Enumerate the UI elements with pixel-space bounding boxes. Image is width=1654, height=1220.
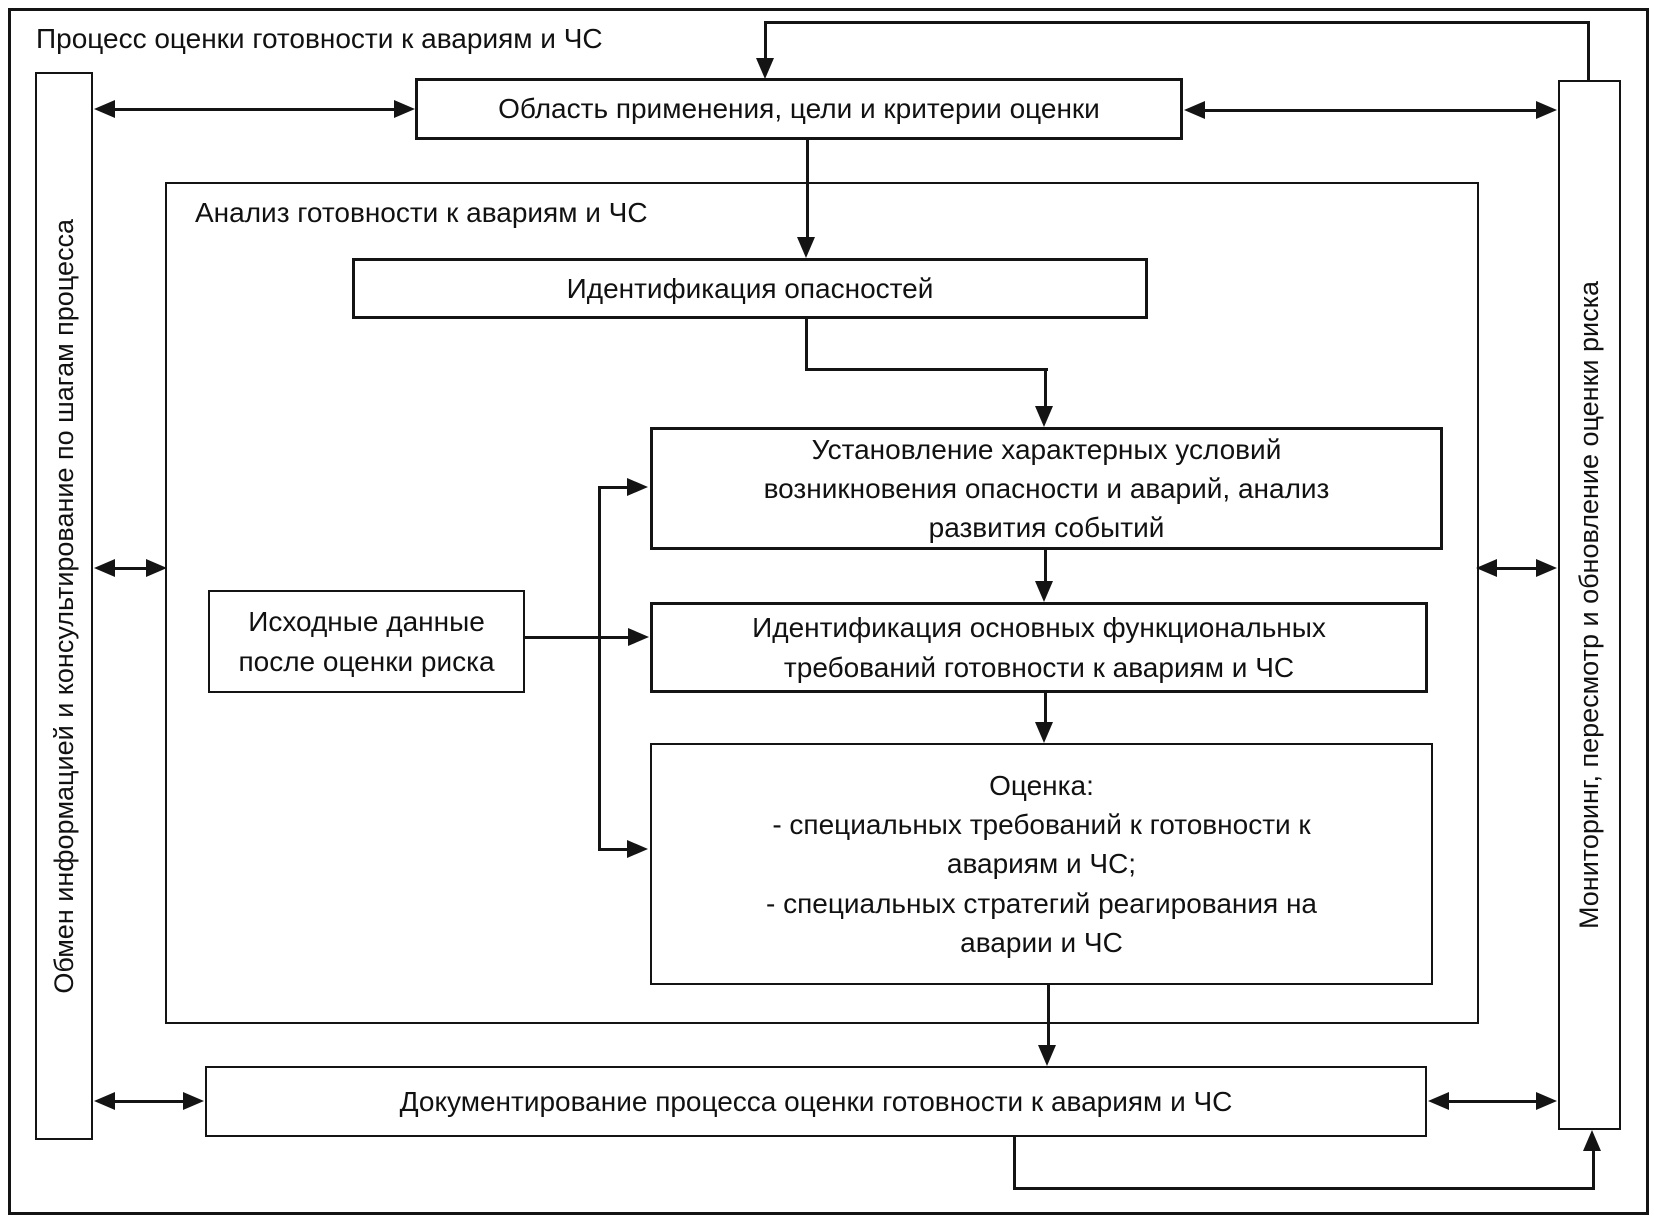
conditions-analysis-label: Установление характерных условий возникн…	[764, 430, 1330, 548]
evaluation-line-5: аварии и ЧС	[960, 926, 1123, 958]
scope-goals-criteria-box: Область применения, цели и критерии оцен…	[415, 78, 1183, 140]
conditions-line-2: возникновения опасности и аварий, анализ	[763, 472, 1330, 504]
arrowhead-right-into-conditions	[627, 478, 648, 496]
monitoring-review-bar: Мониторинг, пересмотр и обновление оценк…	[1558, 80, 1621, 1130]
connector-top-loop-left-drop	[764, 21, 767, 61]
documentation-box: Документирование процесса оценки готовно…	[205, 1066, 1427, 1137]
connector-branch-vertical	[598, 486, 601, 851]
arrowhead-up-into-monitoring-bar	[1583, 1130, 1601, 1151]
connector-bottom-loop-rise	[1592, 1150, 1595, 1190]
connector-right-middle	[1494, 567, 1540, 570]
connector-branch-top	[598, 486, 630, 489]
arrowhead-right	[1536, 559, 1557, 577]
arrowhead-left	[94, 559, 115, 577]
connector-functional-to-evaluation	[1044, 693, 1047, 725]
connector-initialdata-to-functional	[525, 636, 630, 639]
connector-right-bottom	[1446, 1100, 1540, 1103]
conditions-line-1: Установление характерных условий	[811, 433, 1282, 465]
evaluation-line-2: - специальных требований к готовности к	[772, 809, 1311, 841]
functional-requirements-box: Идентификация основных функциональных тр…	[650, 602, 1428, 693]
connector-conditions-to-functional	[1044, 550, 1047, 583]
arrowhead-right	[1536, 1092, 1557, 1110]
analysis-frame-label: Анализ готовности к авариям и ЧС	[195, 197, 648, 228]
evaluation-line-1: Оценка:	[989, 770, 1094, 802]
connector-left-middle	[112, 567, 150, 570]
arrowhead-left	[94, 100, 115, 118]
arrowhead-right-into-evaluation	[627, 840, 648, 858]
conditions-line-3: развития событий	[928, 512, 1165, 544]
evaluation-box: Оценка: - специальных требований к готов…	[650, 743, 1433, 985]
functional-requirements-label: Идентификация основных функциональных тр…	[752, 608, 1326, 686]
functional-line-2: требований готовности к авариям и ЧС	[783, 651, 1295, 683]
initial-data-label: Исходные данные после оценки риска	[238, 602, 494, 680]
connector-hazard-elbow-drop	[1044, 368, 1047, 408]
initial-data-line-2: после оценки риска	[238, 645, 495, 677]
arrowhead-left	[1476, 559, 1497, 577]
arrowhead-left	[1428, 1092, 1449, 1110]
arrowhead-right	[183, 1092, 204, 1110]
arrowhead-right-into-functional	[628, 628, 649, 646]
hazard-identification-label: Идентификация опасностей	[566, 272, 934, 304]
arrowhead-right	[394, 100, 415, 118]
documentation-label: Документирование процесса оценки готовно…	[399, 1085, 1233, 1117]
arrowhead-left	[94, 1092, 115, 1110]
hazard-identification-box: Идентификация опасностей	[352, 258, 1148, 319]
connector-evaluation-to-documentation	[1047, 985, 1050, 1047]
evaluation-line-3: авариям и ЧС;	[946, 848, 1137, 880]
arrowhead-left	[1184, 101, 1205, 119]
arrowhead-right	[146, 559, 167, 577]
connector-branch-bottom	[598, 848, 630, 851]
evaluation-line-4: - специальных стратегий реагирования на	[765, 887, 1318, 919]
scope-goals-criteria-label: Область применения, цели и критерии оцен…	[498, 93, 1100, 125]
process-frame	[8, 8, 1649, 1215]
connector-hazard-elbow-down	[805, 318, 808, 371]
arrowhead-down-into-hazard	[797, 237, 815, 258]
initial-data-box: Исходные данные после оценки риска	[208, 590, 525, 693]
exchange-consultation-bar: Обмен информацией и консультирование по …	[35, 72, 93, 1140]
exchange-consultation-bar-label: Обмен информацией и консультирование по …	[48, 218, 79, 994]
connector-top-loop-horizontal	[765, 21, 1590, 24]
connector-bottom-loop-drop	[1013, 1137, 1016, 1190]
connector-top-loop-right-drop	[1587, 21, 1590, 81]
connector-right-top	[1202, 109, 1540, 112]
arrowhead-down-into-scope	[756, 58, 774, 79]
analysis-frame	[165, 182, 1479, 1024]
connector-scope-to-hazard	[806, 140, 809, 240]
connector-left-bottom	[112, 1100, 187, 1103]
conditions-analysis-box: Установление характерных условий возникн…	[650, 427, 1443, 550]
evaluation-label: Оценка: - специальных требований к готов…	[766, 766, 1317, 962]
arrowhead-right	[1536, 101, 1557, 119]
arrowhead-down-into-documentation	[1038, 1045, 1056, 1066]
connector-hazard-elbow-across	[805, 368, 1048, 371]
connector-bottom-loop-horizontal	[1013, 1187, 1595, 1190]
functional-line-1: Идентификация основных функциональных	[752, 612, 1326, 644]
arrowhead-down-into-conditions	[1035, 406, 1053, 427]
page-title: Процесс оценки готовности к авариям и ЧС	[36, 23, 603, 54]
arrowhead-down-into-functional	[1035, 581, 1053, 602]
monitoring-review-bar-label: Мониторинг, пересмотр и обновление оценк…	[1574, 281, 1604, 929]
arrowhead-down-into-evaluation	[1035, 722, 1053, 743]
initial-data-line-1: Исходные данные	[248, 606, 485, 638]
connector-left-top	[112, 108, 400, 111]
